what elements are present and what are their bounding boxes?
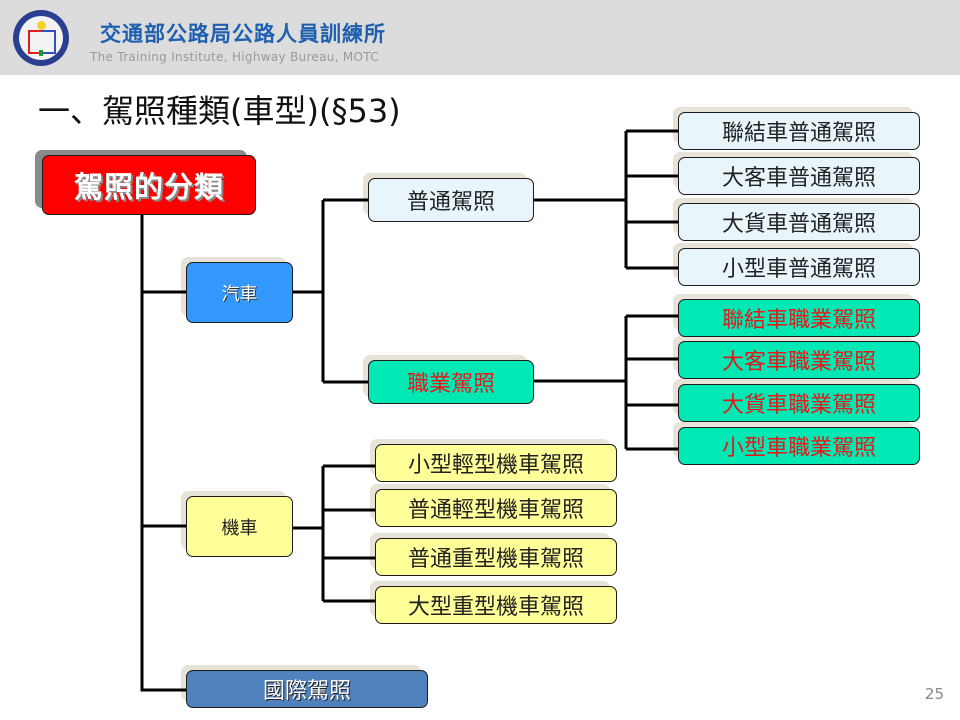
general-license-item: 聯結車普通駕照 (673, 107, 920, 150)
motorcycle-license-item: 普通輕型機車駕照 (370, 484, 617, 527)
org-name-cn: 交通部公路局公路人員訓練所 (100, 22, 386, 46)
org-name-en: The Training Institute, Highway Bureau, … (90, 50, 379, 64)
general-license-item: 大貨車普通駕照 (673, 198, 920, 241)
professional-license-item: 大客車職業駕照 (673, 336, 920, 379)
motorcycle-license-item: 普通重型機車駕照 (370, 533, 617, 576)
connector-root-trunk (140, 215, 186, 692)
motorcycle-license-item: 小型輕型機車駕照 (370, 439, 617, 482)
motorcycle-license-item: 大型重型機車駕照 (370, 581, 617, 624)
institute-logo-icon (13, 10, 69, 66)
header-bar: 交通部公路局公路人員訓練所 The Training Institute, Hi… (0, 0, 960, 75)
car-node: 汽車 (181, 257, 293, 323)
general-license-node: 普通駕照 (363, 173, 534, 222)
general-license-item: 大客車普通駕照 (673, 152, 920, 195)
slide-title: 一、駕照種類(車型)(§53) (38, 92, 401, 130)
root-node: 駕照的分類 (35, 150, 256, 215)
professional-license-item: 小型車職業駕照 (673, 422, 920, 465)
international-node: 國際駕照 (181, 665, 428, 708)
page-number: 25 (924, 685, 944, 703)
professional-license-item: 聯結車職業駕照 (673, 294, 920, 337)
professional-license-node: 職業駕照 (363, 355, 534, 404)
general-license-item: 小型車普通駕照 (673, 243, 920, 286)
professional-license-item: 大貨車職業駕照 (673, 379, 920, 422)
motorcycle-node: 機車 (181, 491, 293, 557)
